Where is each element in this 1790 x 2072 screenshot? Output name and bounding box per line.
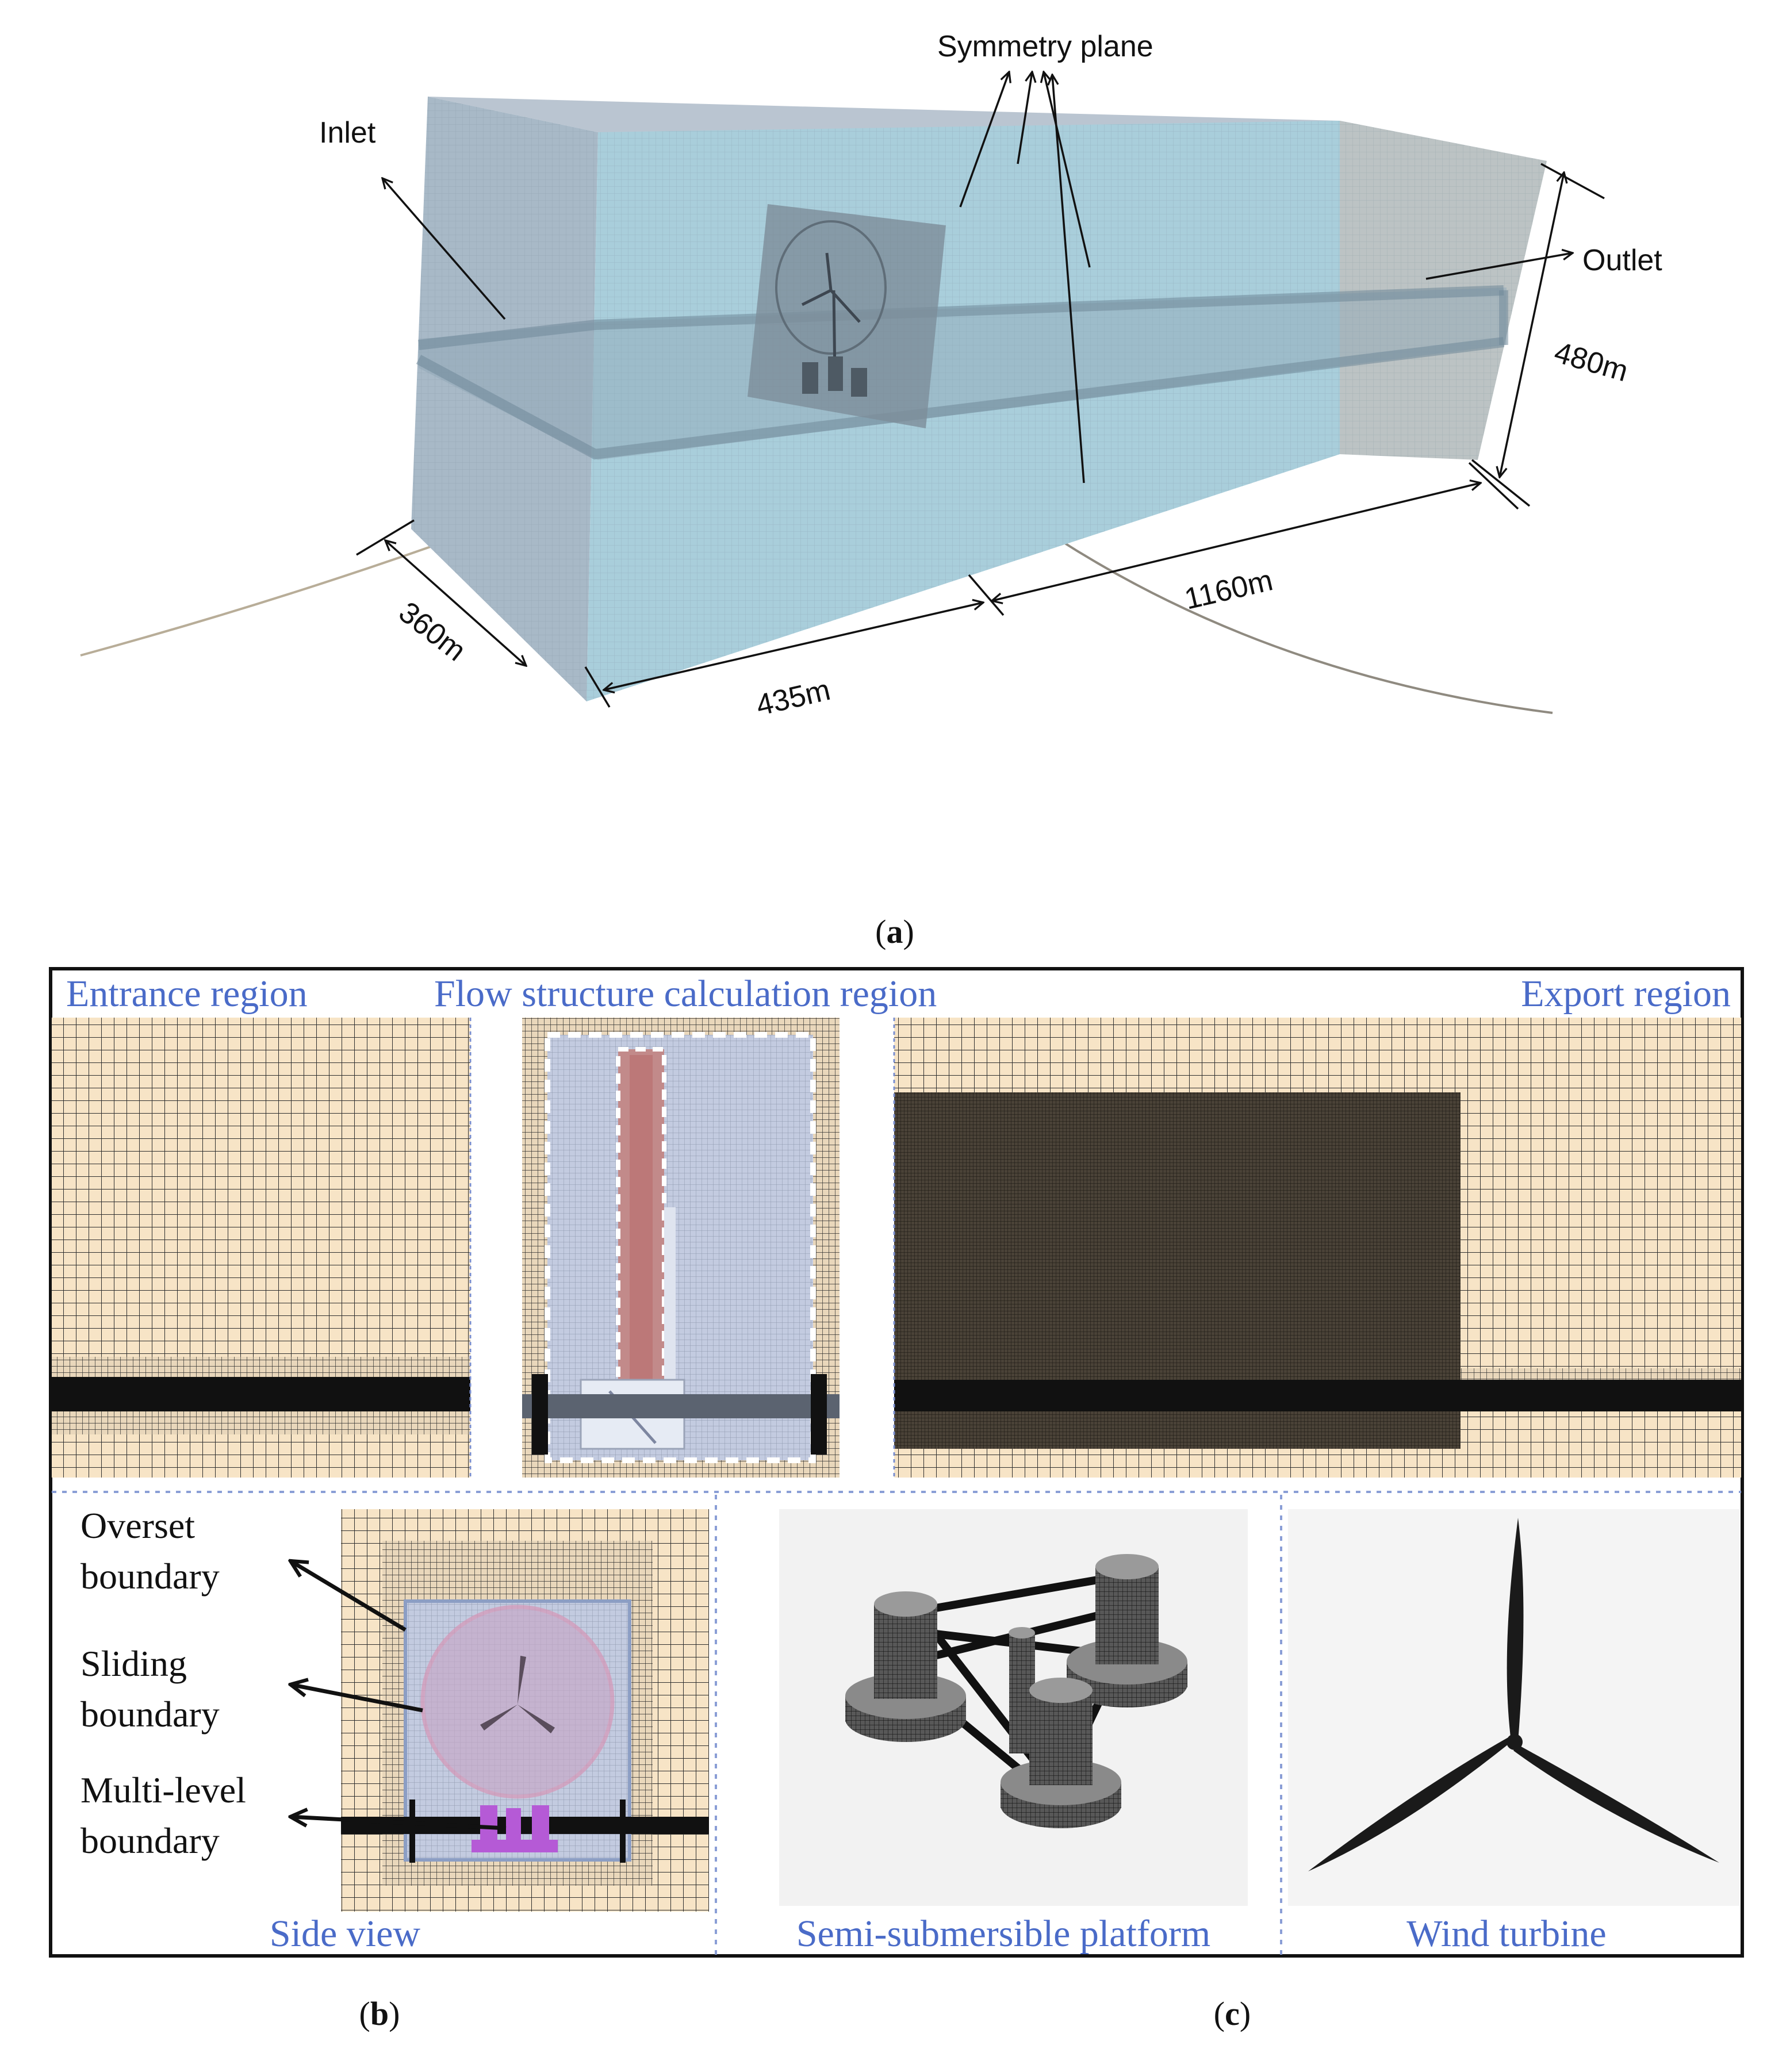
column-left bbox=[845, 1591, 966, 1742]
sliding-boundary-label: Sliding boundary bbox=[81, 1643, 220, 1735]
symmetry-arrows bbox=[959, 72, 1091, 484]
caption-a: (a) bbox=[875, 913, 914, 950]
sliding-line-1: Sliding bbox=[81, 1643, 187, 1684]
side-view-label: Side view bbox=[270, 1913, 420, 1955]
side-view-mesh bbox=[341, 1509, 709, 1912]
rotor-disk bbox=[775, 220, 887, 355]
side-view-arrows bbox=[290, 1561, 507, 1831]
downstream-length-label: 1160m bbox=[1182, 563, 1276, 616]
height-dimension-label: 480m bbox=[1551, 336, 1632, 389]
export-region-mesh bbox=[893, 1018, 1741, 1478]
flow-structure-region-label: Flow structure calculation region bbox=[434, 973, 937, 1015]
sliding-line-2: boundary bbox=[81, 1694, 220, 1735]
multilevel-boundary-label: Multi-level boundary bbox=[81, 1770, 255, 1861]
upstream-length-label: 435m bbox=[753, 673, 834, 723]
free-surface-band bbox=[419, 287, 1507, 460]
dimension-1160m bbox=[992, 462, 1519, 601]
turbine-label: Wind turbine bbox=[1406, 1913, 1606, 1955]
sliding-region bbox=[420, 1605, 615, 1799]
multilevel-line-1: Multi-level bbox=[81, 1770, 246, 1810]
platform-panel bbox=[779, 1509, 1248, 1906]
overset-line-1: Overset bbox=[81, 1505, 195, 1546]
caption-c: (c) bbox=[1214, 1995, 1251, 2032]
symmetry-plane-label: Symmetry plane bbox=[937, 30, 1153, 63]
turbine-blades bbox=[1308, 1518, 1719, 1871]
export-region-label: Export region bbox=[1521, 973, 1731, 1015]
panel-a: Symmetry plane Inlet Outlet 480m 360m bbox=[80, 30, 1662, 950]
overset-boundary-label: Overset boundary bbox=[81, 1505, 220, 1597]
side-rotor bbox=[480, 1656, 555, 1733]
entrance-region-label: Entrance region bbox=[66, 973, 308, 1015]
inlet-label: Inlet bbox=[319, 116, 376, 149]
outlet-label: Outlet bbox=[1582, 244, 1662, 277]
overset-line-2: boundary bbox=[81, 1556, 220, 1597]
multilevel-line-2: boundary bbox=[81, 1820, 220, 1861]
dimension-480m bbox=[1471, 163, 1605, 507]
caption-b: (b) bbox=[359, 1995, 400, 2032]
inlet-arrow bbox=[382, 178, 506, 320]
flow-structure-mesh bbox=[522, 1018, 840, 1478]
dimension-435m bbox=[584, 574, 1005, 708]
dimension-360m bbox=[356, 519, 526, 666]
column-right bbox=[1067, 1554, 1187, 1708]
entrance-region-mesh bbox=[52, 1018, 472, 1478]
platform-label: Semi-submersible platform bbox=[796, 1913, 1210, 1955]
platform-model-a bbox=[802, 356, 867, 397]
turbine-panel bbox=[1288, 1509, 1739, 1906]
column-front bbox=[1001, 1678, 1121, 1828]
